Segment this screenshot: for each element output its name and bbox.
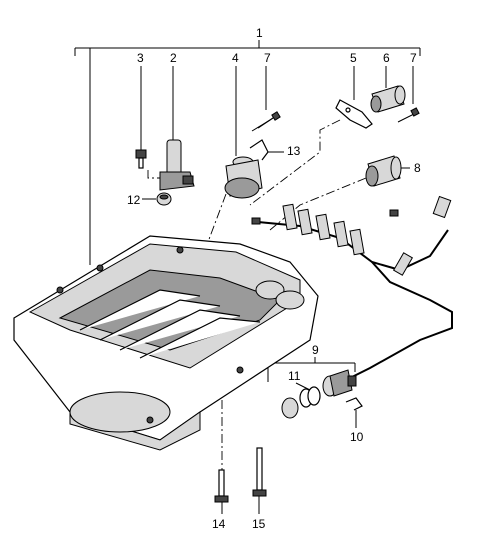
callout-2: 2 (170, 51, 177, 65)
callout-7-right: 7 (410, 51, 417, 65)
part-15-bolt (252, 447, 267, 514)
callout-8: 8 (414, 161, 421, 175)
assembly-line-5 (249, 119, 341, 206)
part-7-bolt-right (397, 66, 420, 123)
callout-6: 6 (383, 51, 390, 65)
part-11-seal-rings (281, 382, 321, 419)
callout-3: 3 (137, 51, 144, 65)
bracket-1 (74, 40, 421, 265)
part-12-bushing (142, 192, 172, 206)
part-4-regulator (204, 66, 263, 251)
part-3-bolt (135, 66, 147, 169)
part-2-solenoid (147, 66, 195, 191)
callout-9: 9 (312, 343, 319, 357)
callout-5: 5 (350, 51, 357, 65)
part-14-bolt (214, 400, 229, 514)
callout-11: 11 (288, 369, 301, 383)
valve-body (13, 235, 319, 451)
part-9-sensor (322, 369, 357, 397)
part-10-clip (345, 397, 363, 428)
part-7-bolt-left (251, 66, 281, 132)
part-13-clip (249, 139, 284, 161)
callout-12: 12 (127, 193, 141, 207)
part-5-retaining-plate (335, 66, 373, 129)
callout-14: 14 (212, 517, 226, 531)
part-6-solenoid (370, 66, 406, 113)
callout-7-left: 7 (264, 51, 271, 65)
callout-1: 1 (256, 26, 263, 40)
wiring-harness (251, 195, 453, 379)
callout-13: 13 (287, 144, 301, 158)
callout-15: 15 (252, 517, 266, 531)
part-8-solenoid (269, 155, 410, 231)
callout-4: 4 (232, 51, 239, 65)
callout-10: 10 (350, 430, 364, 444)
